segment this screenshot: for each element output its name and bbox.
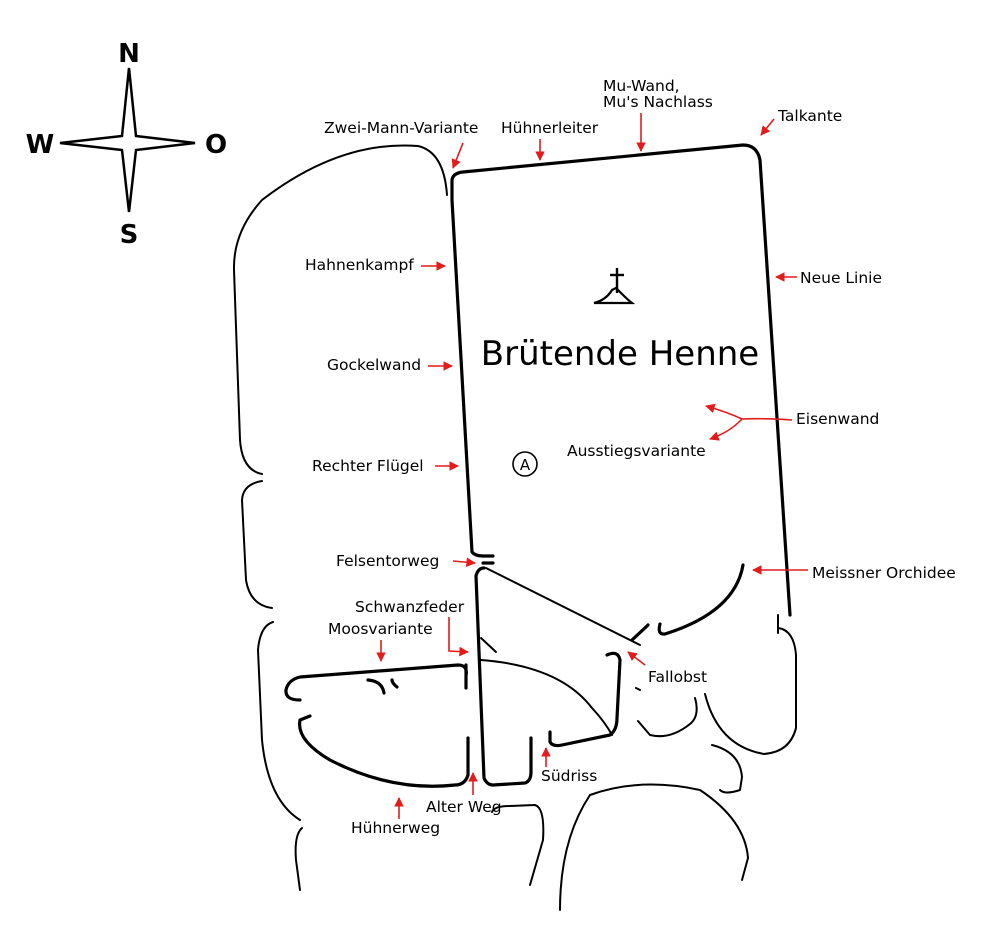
route-label-gockelwand: Gockelwand <box>327 356 421 374</box>
route-label-talkante: Talkante <box>777 107 842 125</box>
west-block-outline <box>232 144 448 475</box>
route-label-alter-weg: Alter Weg <box>426 798 502 816</box>
arrow-zwei-mann-variante <box>451 142 464 169</box>
summit-marker: A <box>512 451 538 477</box>
arrow-felsentorweg <box>452 557 476 567</box>
route-label-rechter-fluegel: Rechter Flügel <box>312 457 424 475</box>
route-label-meissner-orchidee: Meissner Orchidee <box>812 564 956 582</box>
summit-name: Brütende Henne <box>481 334 759 374</box>
compass-star-icon <box>59 67 196 213</box>
route-labels: Zwei-Mann-Variante Hühnerleiter Mu-Wand,… <box>305 77 956 837</box>
route-label-hahnenkampf: Hahnenkampf <box>305 256 414 274</box>
route-label-huehnerleiter: Hühnerleiter <box>501 119 599 137</box>
arrow-talkante <box>760 118 775 136</box>
route-label-mus-nachlass: Mu's Nachlass <box>603 93 713 111</box>
route-arrows <box>376 113 808 819</box>
compass-east-label: O <box>205 130 227 160</box>
arrow-eisenwand-top <box>705 403 793 421</box>
arrow-eisenwand-bottom <box>709 418 743 441</box>
route-label-neue-linie: Neue Linie <box>800 269 882 287</box>
route-label-huehnerweg: Hühnerweg <box>351 819 440 837</box>
route-label-mu-wand: Mu-Wand, <box>603 77 680 95</box>
route-label-ausstiegsvariante: Ausstiegsvariante <box>567 442 706 460</box>
route-label-moosvariante: Moosvariante <box>328 620 433 638</box>
route-label-fallobst: Fallobst <box>648 668 707 686</box>
summit-cross-icon <box>593 268 636 305</box>
summit-block-outline <box>450 143 792 617</box>
route-label-eisenwand: Eisenwand <box>796 410 879 428</box>
compass-west-label: W <box>26 130 55 160</box>
svg-text:A: A <box>520 456 531 474</box>
arrow-schwanzfeder <box>448 617 469 657</box>
route-label-zwei-mann-variante: Zwei-Mann-Variante <box>324 119 478 137</box>
compass-south-label: S <box>120 220 139 250</box>
route-label-suedriss: Südriss <box>541 767 597 785</box>
route-label-felsentorweg: Felsentorweg <box>336 552 439 570</box>
compass-rose: N O S W <box>26 39 227 250</box>
rock-outlines <box>232 143 797 911</box>
route-label-schwanzfeder: Schwanzfeder <box>355 598 465 616</box>
compass-north-label: N <box>118 39 140 69</box>
arrow-fallobst <box>627 651 646 666</box>
